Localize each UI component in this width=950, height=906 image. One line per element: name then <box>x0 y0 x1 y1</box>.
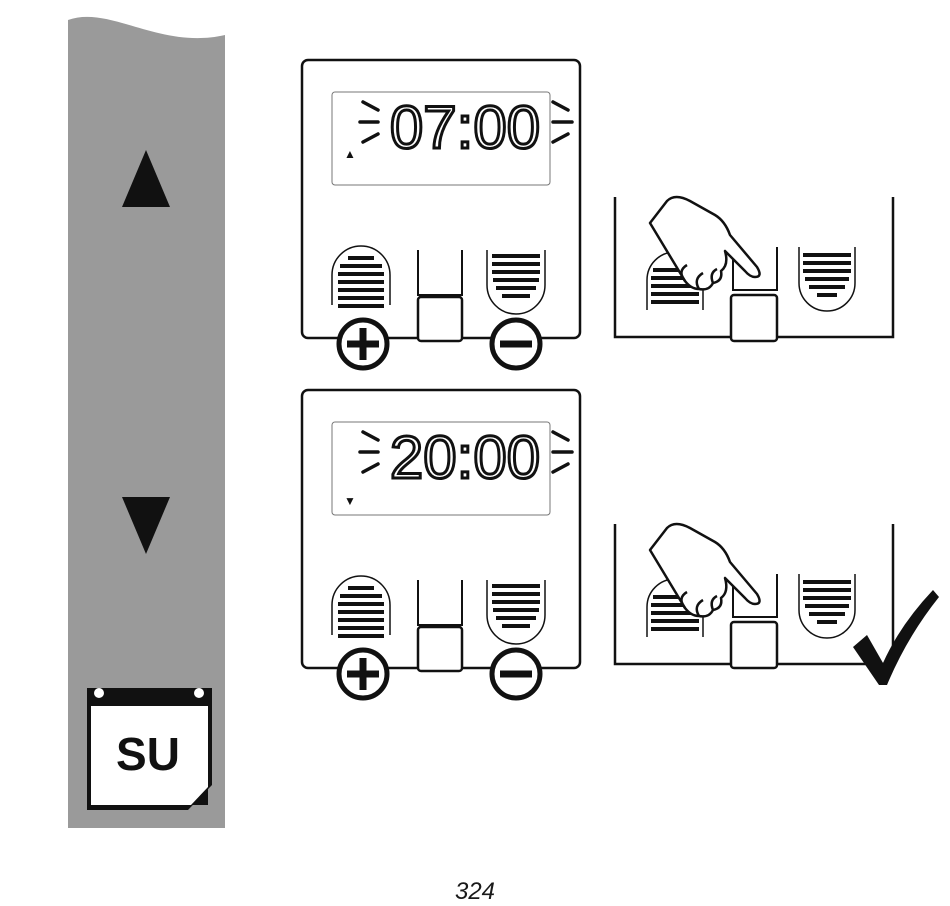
minus-icon[interactable] <box>492 320 540 368</box>
minus-knob[interactable] <box>487 250 545 314</box>
minus-icon[interactable] <box>492 650 540 698</box>
plus-icon[interactable] <box>339 650 387 698</box>
time-display: 20:00 <box>390 424 540 491</box>
plus-knob[interactable] <box>332 246 390 306</box>
checkmark-icon <box>845 585 940 695</box>
indicator-arrow: ▼ <box>344 494 356 508</box>
time-display: 07:00 <box>390 94 540 161</box>
day-label: SU <box>116 728 180 780</box>
center-button[interactable] <box>418 627 462 671</box>
thermostat-step-2: 20:00 ▼ <box>290 380 600 710</box>
minus-knob[interactable] <box>487 580 545 644</box>
sidebar: SU <box>0 0 240 840</box>
plus-icon[interactable] <box>339 320 387 368</box>
press-detail-1 <box>605 185 905 355</box>
thermostat-step-1: 07:00 ▲ <box>290 50 600 380</box>
center-button[interactable] <box>418 297 462 341</box>
indicator-arrow: ▲ <box>344 147 356 161</box>
plus-knob[interactable] <box>332 576 390 636</box>
page-number: 324 <box>0 878 950 906</box>
